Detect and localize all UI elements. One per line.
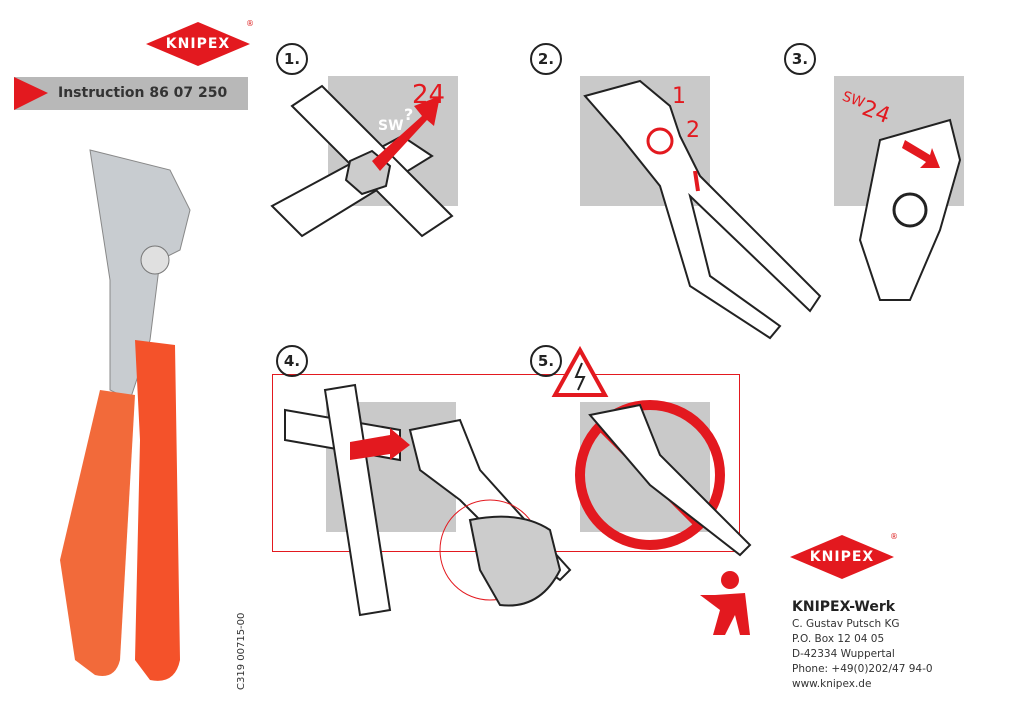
sw-label: SW [378,118,404,134]
arrow-icon [14,77,48,110]
company-address: KNIPEX-Werk C. Gustav Putsch KG P.O. Box… [792,598,933,692]
phone: Phone: +49(0)202/47 94-0 [792,663,933,675]
step-3-number: 3. [784,43,816,75]
step-1-number: 1. [276,43,308,75]
company-name: KNIPEX-Werk [792,599,896,615]
address-line: C. Gustav Putsch KG [792,618,900,630]
step-5-number: 5. [530,345,562,377]
step-3-illustration [858,118,962,301]
website-link[interactable]: www.knipex.de [792,678,872,690]
instruction-title: Instruction 86 07 250 [58,85,228,101]
step-2-label-2: 2 [686,118,700,143]
electric-shock-person-icon [700,571,750,635]
step-2-label-1: 1 [672,84,686,109]
step-1-illustration [270,84,454,238]
instruction-header: Instruction 86 07 250 [14,77,248,110]
document-code: C319 00715-00 [236,612,247,690]
wrench-size-label: 24 [412,80,446,110]
knipex-logo-top: KNIPEX ® [146,19,254,66]
step-5-illustration [551,345,752,635]
prohibition-icon [575,400,725,550]
address-line: P.O. Box 12 04 05 [792,633,885,645]
step-4-number: 4. [276,345,308,377]
question-label: ? [404,105,414,124]
address-line: D-42334 Wuppertal [792,648,895,660]
step-4-illustration [284,383,572,617]
high-voltage-warning-icon [551,345,609,397]
step-2-number: 2. [530,43,562,75]
step-2-illustration [583,79,822,340]
knipex-logo-bottom: KNIPEX ® [790,532,898,579]
pliers-wrench-image [60,149,191,681]
